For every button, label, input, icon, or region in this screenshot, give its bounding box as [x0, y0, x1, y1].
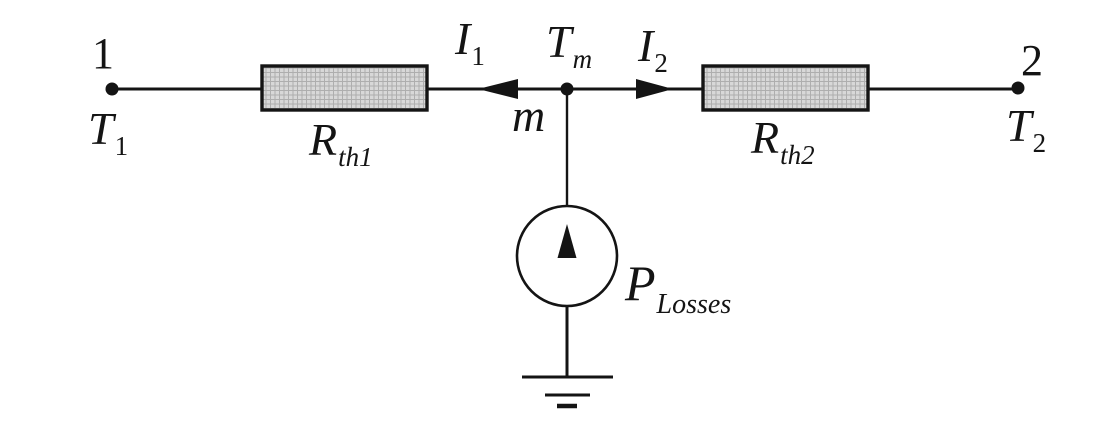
label-i1-sub: 1 — [471, 41, 485, 71]
label-i1: I1 — [455, 13, 485, 70]
label-rth1-sub: th1 — [338, 142, 373, 172]
label-node-m: m — [512, 90, 546, 141]
label-t2-sub: 2 — [1032, 128, 1047, 158]
label-rth2-sub: th2 — [780, 140, 815, 170]
current-arrow-i2-right — [636, 79, 673, 99]
label-node-2: 2 — [1021, 36, 1043, 85]
label-t1: T1 — [88, 103, 128, 160]
label-rth2-base: R — [751, 112, 780, 163]
label-i2-sub: 2 — [654, 48, 668, 78]
ground-symbol — [522, 375, 613, 409]
label-node-1: 1 — [92, 29, 114, 78]
label-t1-base: T — [88, 103, 114, 154]
label-rth1: Rth1 — [309, 114, 373, 171]
label-i2-base: I — [638, 20, 654, 71]
label-rth1-base: R — [309, 114, 338, 165]
label-tm-base: T — [546, 16, 572, 67]
label-p-losses-sub: Losses — [656, 289, 732, 320]
resistor-rth2-body — [701, 64, 870, 112]
label-tm-sub: m — [572, 44, 593, 74]
label-p-losses: PLosses — [625, 255, 731, 319]
label-t2: T2 — [1006, 100, 1046, 157]
label-i2: I2 — [638, 20, 668, 77]
label-t1-sub: 1 — [114, 131, 129, 161]
label-p-losses-base: P — [625, 255, 656, 311]
resistor-rth1-body — [260, 64, 429, 112]
node-1-dot — [105, 82, 119, 96]
label-t2-base: T — [1006, 100, 1032, 151]
current-source-arrowhead — [557, 224, 577, 258]
node-2-dot — [1011, 81, 1025, 95]
node-m-dot — [560, 82, 574, 96]
current-arrow-i1-left — [478, 79, 518, 99]
label-rth2: Rth2 — [751, 112, 815, 169]
label-i1-base: I — [455, 13, 471, 64]
label-tm: Tm — [546, 16, 592, 73]
